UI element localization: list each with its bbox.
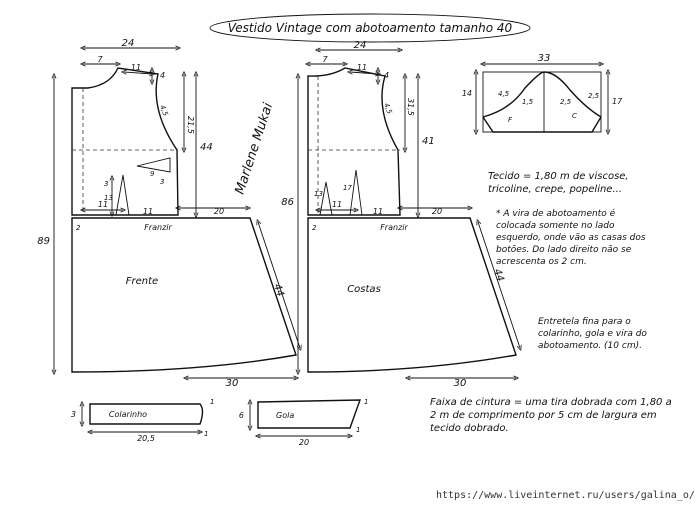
title-block: Vestido Vintage com abotoamento tamanho … — [209, 13, 531, 43]
front-side-length: 44 — [200, 142, 213, 153]
page-title: Vestido Vintage com abotoamento tamanho … — [228, 21, 513, 35]
lapel-end: 1 — [356, 426, 360, 434]
back-waist-right: 20 — [432, 207, 442, 216]
note-interfacing: Entretela fina para o colarinho, gola e … — [538, 317, 647, 351]
signature: Marlene Mukai — [233, 101, 277, 196]
front-skirt-side: 44 — [271, 283, 285, 299]
front-dart-height: 13 — [104, 194, 113, 202]
back-skirt-gather: Franzir — [380, 223, 408, 232]
back-skirt-hem: 30 — [454, 378, 467, 389]
back-bodice: 24 7 11 4 31,5 4,5 41 86 11 11 20 13 17 … — [281, 40, 470, 372]
front-skirt-gather: Franzir — [144, 223, 172, 232]
lapel-height: 6 — [239, 411, 244, 420]
sleeve-curve-r1: 2,5 — [560, 98, 572, 106]
back-shoulder-drop: 4 — [384, 71, 389, 80]
collar-label: Colarinho — [109, 410, 147, 419]
sleeve-curve-l1: 4,5 — [498, 90, 510, 98]
collar-piece: Colarinho 3 20,5 1 1 — [71, 398, 215, 443]
front-shoulder-drop: 4 — [160, 71, 165, 80]
back-total-height: 86 — [281, 197, 294, 208]
lapel-tip: 1 — [364, 398, 368, 406]
back-armhole-curve: 4,5 — [382, 102, 394, 116]
collar-tip: 1 — [210, 398, 214, 406]
front-skirt: Franzir Frente 44 30 — [71, 217, 300, 389]
collar-end-h: 1 — [204, 430, 208, 438]
back-skirt-label: Costas — [347, 284, 381, 295]
lapel-piece: Gola 6 20 1 1 — [239, 398, 369, 447]
front-bust-dart: 9 — [150, 170, 155, 178]
source-url: https://www.liveinternet.ru/users/galina… — [436, 490, 695, 501]
note-facing: * A vira de abotoamento é colocada somen… — [496, 209, 646, 267]
back-armhole-height: 31,5 — [406, 98, 415, 116]
back-neck-depth: 2 — [312, 224, 317, 232]
front-skirt-label: Frente — [126, 276, 158, 287]
back-width-top: 24 — [354, 40, 367, 51]
front-waist-right: 20 — [214, 207, 224, 216]
note-belt: Faixa de cintura = uma tira dobrada com … — [430, 397, 672, 434]
front-armhole-curve: 4,5 — [158, 104, 170, 118]
sleeve-front-mark: F — [508, 116, 513, 124]
collar-length: 20,5 — [137, 434, 155, 443]
back-waist-left-label: 11 — [373, 207, 383, 216]
sleeve: 33 14 17 4,5 1,5 2,5 2,5 F C — [462, 53, 623, 132]
back-neck-width: 7 — [322, 55, 328, 64]
back-dart-top: 17 — [343, 184, 352, 192]
sleeve-left-h: 14 — [462, 89, 472, 98]
lapel-length: 20 — [299, 438, 309, 447]
back-dart-height: 13 — [314, 190, 323, 198]
sleeve-back-mark: C — [572, 112, 577, 120]
front-neck-width: 7 — [97, 55, 103, 64]
lapel-label: Gola — [276, 411, 294, 420]
back-side-length: 41 — [422, 136, 435, 147]
sleeve-curve-r2: 2,5 — [588, 92, 600, 100]
note-fabric: Tecido = 1,80 m de viscose, tricoline, c… — [488, 171, 629, 195]
front-shoulder: 11 — [131, 63, 141, 72]
sleeve-curve-l2: 1,5 — [522, 98, 534, 106]
front-skirt-hem: 30 — [226, 378, 239, 389]
back-waist-left: 11 — [332, 200, 342, 209]
front-bodice: 24 7 11 4 21,5 4,5 44 89 11 11 20 13 3 9… — [37, 38, 248, 372]
sleeve-right-h: 17 — [612, 97, 623, 106]
front-waist-left: 11 — [98, 200, 108, 209]
front-width-top: 24 — [122, 38, 135, 49]
front-total-height: 89 — [37, 236, 50, 247]
front-dart-width: 3 — [104, 180, 108, 188]
back-skirt-side: 44 — [491, 268, 505, 284]
sleeve-width: 33 — [538, 53, 551, 64]
collar-height: 3 — [71, 410, 76, 419]
front-bust-dart-w: 3 — [160, 178, 164, 186]
front-armhole-height: 21,5 — [186, 116, 195, 134]
back-shoulder: 11 — [357, 63, 367, 72]
front-hem-offset: 2 — [76, 224, 81, 232]
front-waist-right-label: 11 — [143, 207, 153, 216]
back-skirt: Franzir Costas 44 30 — [307, 217, 520, 389]
